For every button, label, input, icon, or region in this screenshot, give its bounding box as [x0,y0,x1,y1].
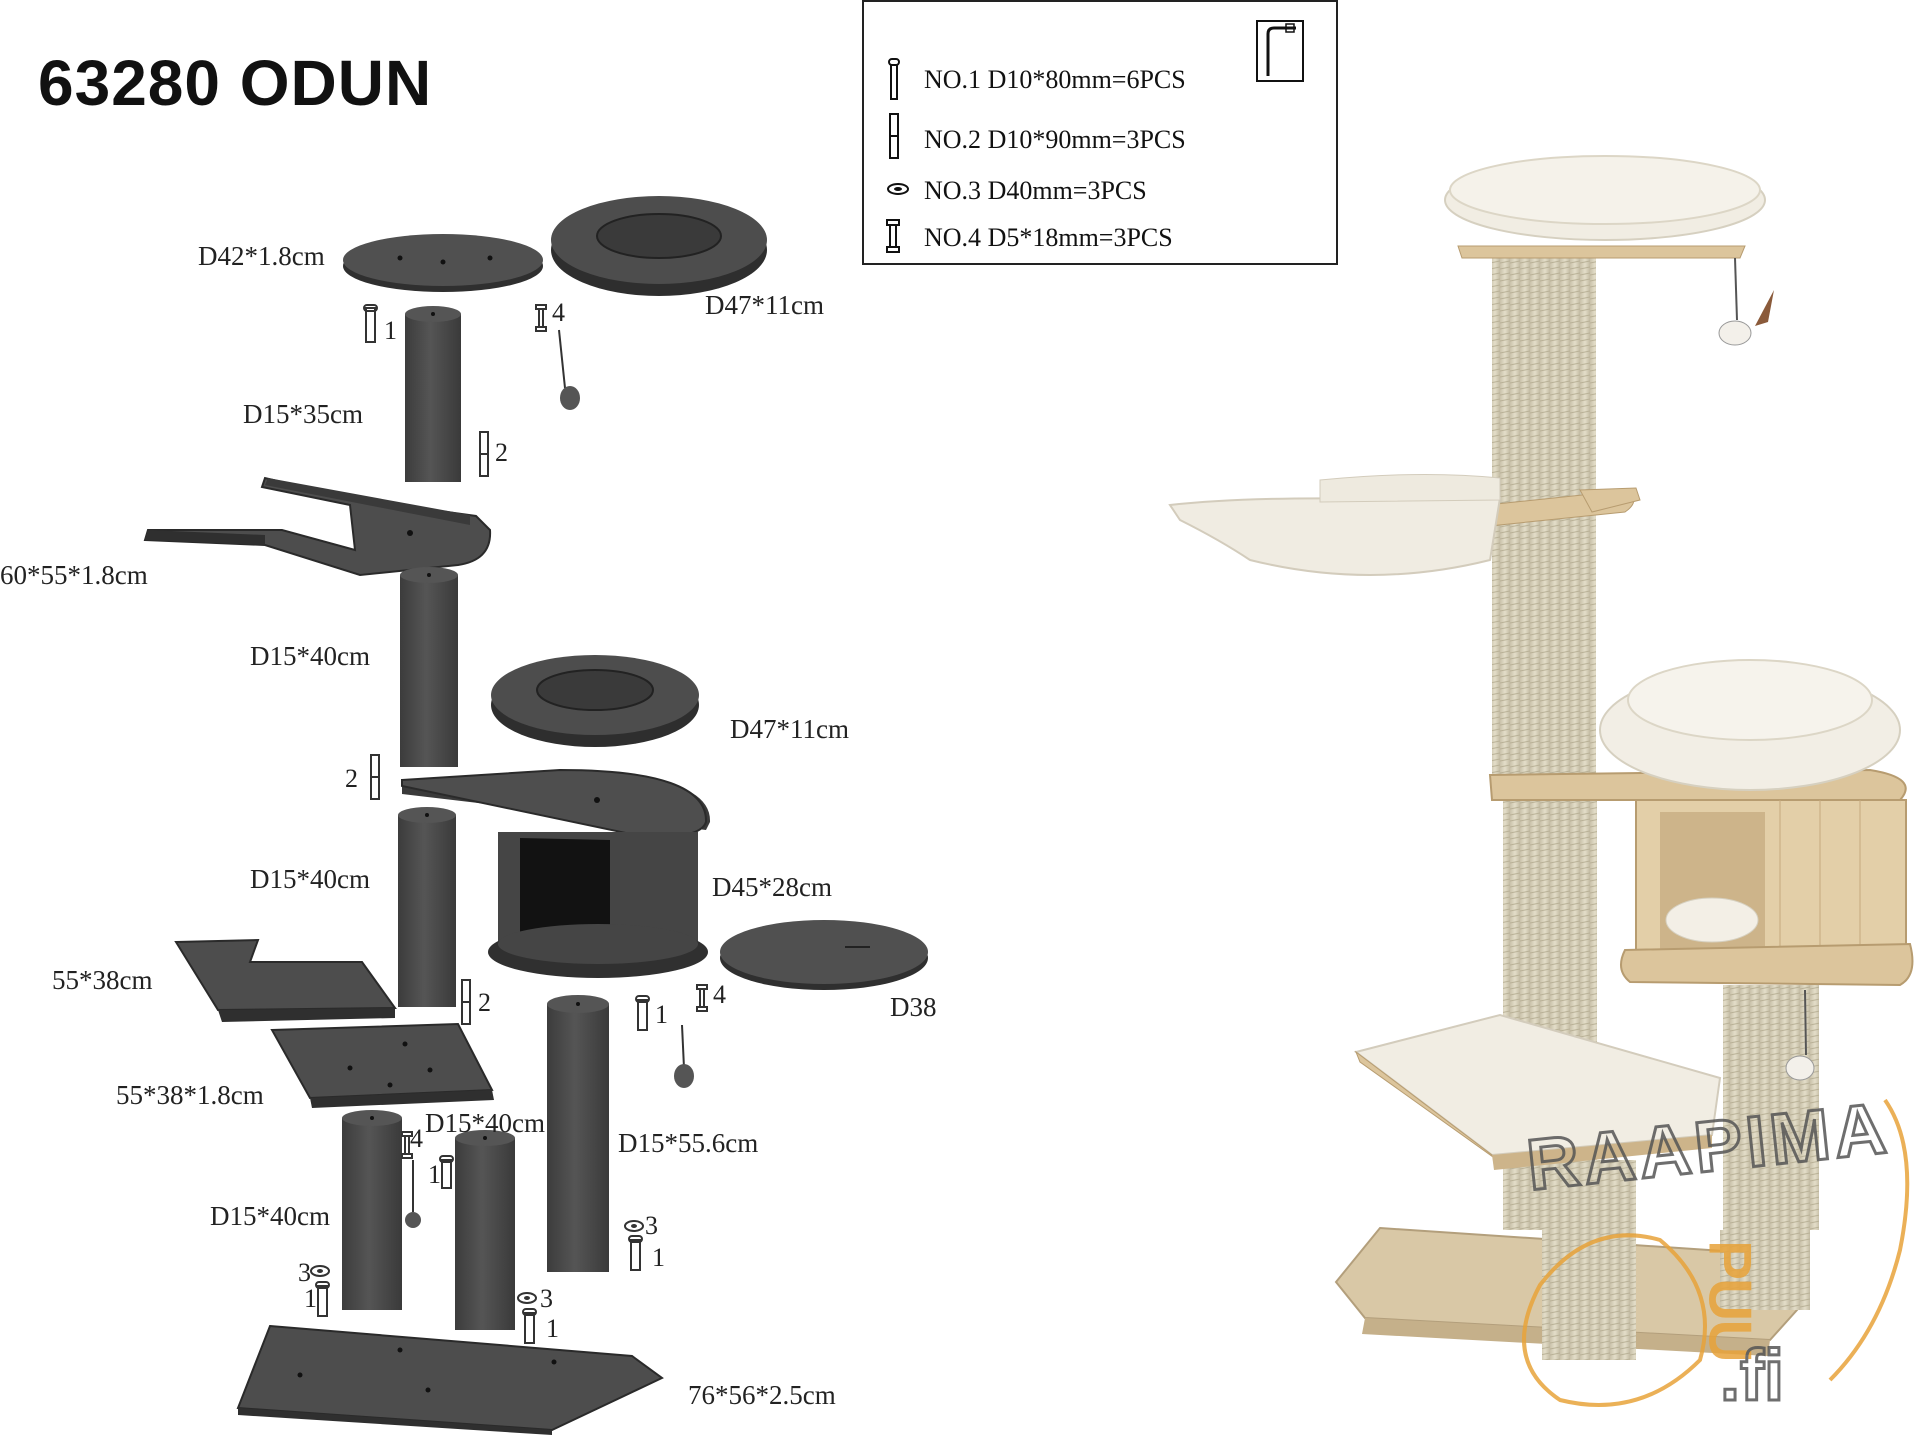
top-board [343,234,543,292]
screw-4c [401,1131,413,1159]
dim-post-40-b: D15*40cm [250,864,370,894]
washer-3c [517,1292,537,1304]
dim-top-board: D42*1.8cm [198,241,325,271]
dim-platform-l: 55*38cm [52,965,153,995]
dim-platform-board: 55*38*1.8cm [116,1080,264,1110]
part-num-3b: 3 [298,1258,311,1287]
dim-post-40-a: D15*40cm [250,641,370,671]
part-1-spec: D10*80mm=6PCS [987,65,1186,94]
screw-icon [886,219,900,253]
part-4-label: NO.4 D5*18mm=3PCS [924,225,1173,251]
part-4-spec: D5*18mm=3PCS [987,223,1173,252]
part-num-2a: 2 [495,438,508,467]
dim-cave-bottom: D38 [890,992,937,1022]
bolt-1e [315,1281,330,1317]
part-1-no: NO.1 [924,65,982,94]
platform-board [270,1022,494,1108]
long-bolt-icon [888,58,900,100]
post-40-c [455,1130,515,1330]
bolt-1f [522,1308,537,1344]
part-2-label: NO.2 D10*90mm=3PCS [924,127,1186,153]
post-40-b [398,807,456,1007]
part-num-1f: 1 [546,1314,559,1343]
toy-ball [405,1160,421,1228]
toy-mouse-b [674,1024,694,1088]
part-3-no: NO.3 [924,176,982,205]
part-num-2c: 2 [478,988,491,1017]
product-title: 63280 ODUN [38,47,433,119]
screw-4a [535,304,547,332]
part-4-no: NO.4 [924,223,982,252]
product-photo [1168,155,1914,1360]
dim-base: 76*56*2.5cm [688,1380,836,1410]
part-2-spec: D10*90mm=3PCS [987,125,1186,154]
part-num-3c: 3 [540,1284,553,1313]
dim-cave: D45*28cm [712,872,832,902]
allen-key-icon [1256,20,1304,82]
part-2-no: NO.2 [924,125,982,154]
mid-bed [491,655,699,747]
dowel-2b [370,754,380,800]
cave-bottom [720,920,928,990]
dim-post-35: D15*35cm [243,399,363,429]
dowel-2c [461,979,471,1025]
hammock-board [143,476,492,577]
washer-icon [887,183,909,195]
part-num-4b: 4 [713,980,726,1009]
toy-mouse-a [558,329,580,410]
part-num-1d: 1 [652,1243,665,1272]
part-1-label: NO.1 D10*80mm=6PCS [924,67,1186,93]
dim-post-55: D15*55.6cm [618,1128,759,1158]
washer-3a [624,1220,644,1232]
post-55 [547,995,609,1272]
part-num-1a: 1 [384,316,397,345]
bolt-1c [439,1155,454,1189]
bolt-1d [628,1235,643,1271]
part-num-4a: 4 [552,298,565,327]
top-bed [551,196,767,296]
cave [401,768,711,978]
watermark-line2: PUU [1697,1240,1764,1361]
dim-hammock-board: 60*55*1.8cm [0,560,148,590]
part-num-4c: 4 [410,1124,423,1153]
dim-top-bed: D47*11cm [705,290,824,320]
washer-3b [310,1265,330,1277]
dowel-2a [479,431,489,477]
dim-post-40-c: D15*40cm [425,1108,545,1138]
part-num-3a: 3 [645,1211,658,1240]
dim-post-40-d: D15*40cm [210,1201,330,1231]
watermark-line3: .fi [1720,1336,1784,1416]
dim-mid-bed: D47*11cm [730,714,849,744]
part-num-2b: 2 [345,764,358,793]
post-40-a [400,567,458,767]
part-num-1b: 1 [655,1000,668,1029]
post-40-d [342,1110,402,1310]
part-3-label: NO.3 D40mm=3PCS [924,178,1147,204]
post-35 [405,306,461,482]
bolt-1b [635,995,650,1031]
part-num-1e: 1 [304,1284,317,1313]
part-num-1c: 1 [428,1160,441,1189]
screw-4b [696,984,708,1012]
platform-l [174,938,397,1022]
double-bolt-icon [889,113,899,159]
base-board [236,1324,664,1435]
part-3-spec: D40mm=3PCS [987,176,1147,205]
bolt-1a [363,304,378,343]
parts-legend: NO.1 D10*80mm=6PCS NO.2 D10*90mm=3PCS NO… [862,0,1338,265]
